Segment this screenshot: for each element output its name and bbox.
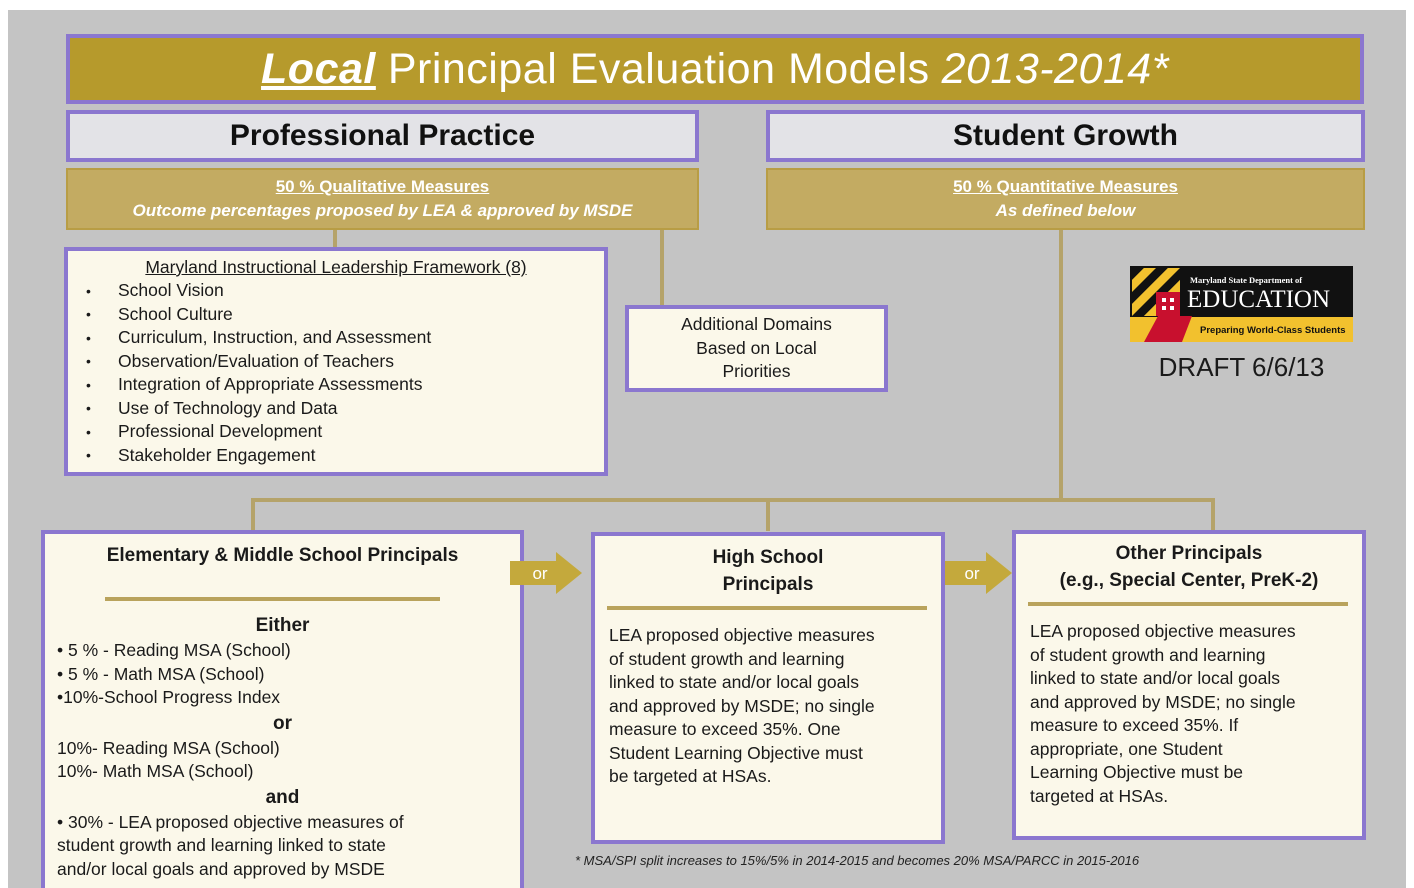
or-arrow-icon: or: [510, 552, 582, 594]
list-item: 10%- Reading MSA (School): [57, 737, 280, 758]
additional-domains-line: Priorities: [722, 361, 791, 382]
leadership-framework-box: Maryland Instructional Leadership Framew…: [64, 247, 608, 476]
list-item: •School Culture: [82, 303, 590, 327]
draft-label: DRAFT 6/6/13: [1158, 352, 1325, 382]
other-principals-title-line: (e.g., Special Center, PreK-2): [1059, 570, 1319, 591]
additional-domains-line: Additional Domains: [681, 314, 832, 335]
logo-top-text: Maryland State Department of: [1190, 275, 1302, 285]
connector-line: [251, 498, 1215, 502]
additional-domains-line: Based on Local: [696, 337, 817, 358]
title-separator: [1028, 602, 1348, 606]
quantitative-measures-bar: 50 % Quantitative Measures As defined be…: [766, 168, 1365, 230]
list-item: •Observation/Evaluation of Teachers: [82, 350, 590, 374]
lea-measures-list: • 30% - LEA proposed objective measures …: [57, 811, 506, 882]
qualitative-measures-note: Outcome percentages proposed by LEA & ap…: [132, 201, 633, 220]
bullet-icon: •: [86, 306, 91, 323]
other-principals-description: LEA proposed objective measures of stude…: [1030, 621, 1296, 806]
msde-logo: Maryland State Department of EDUCATION P…: [1130, 266, 1353, 342]
bullet-icon: •: [86, 376, 91, 393]
connector-line: [333, 230, 337, 248]
quantitative-measures-note: As defined below: [995, 201, 1136, 220]
elementary-middle-box: Elementary & Middle School Principals Ei…: [41, 530, 524, 888]
other-principals-box: Other Principals (e.g., Special Center, …: [1012, 530, 1366, 840]
list-item: •Use of Technology and Data: [82, 397, 590, 421]
connector-line: [1059, 230, 1063, 500]
high-school-description: LEA proposed objective measures of stude…: [609, 625, 875, 786]
additional-domains-box: Additional Domains Based on Local Priori…: [625, 305, 888, 392]
footnote: * MSA/SPI split increases to 15%/5% in 2…: [575, 853, 1140, 868]
high-school-title-line: High School: [712, 547, 824, 568]
and-label: and: [265, 786, 300, 808]
bullet-icon: •: [86, 329, 91, 346]
list-item: and/or local goals and approved by MSDE: [57, 858, 385, 879]
qualitative-measures-label: 50 % Qualitative Measures: [275, 177, 490, 196]
qualitative-measures-bar: 50 % Qualitative Measures Outcome percen…: [66, 168, 699, 230]
list-item: •Curriculum, Instruction, and Assessment: [82, 326, 590, 350]
title-local: Local: [261, 44, 376, 93]
option-a-list: • 5 % - Reading MSA (School) • 5 % - Mat…: [57, 639, 506, 710]
page-title: Local Principal Evaluation Models 2013-2…: [66, 34, 1364, 104]
list-item: •Professional Development: [82, 420, 590, 444]
elementary-middle-title: Elementary & Middle School Principals: [106, 545, 459, 566]
bullet-icon: •: [86, 423, 91, 440]
arrow-label: or: [964, 564, 979, 583]
logo-main-text: EDUCATION: [1187, 286, 1330, 313]
maryland-flag-icon: Maryland State Department of EDUCATION P…: [1130, 266, 1353, 342]
connector-line: [660, 230, 664, 306]
other-principals-title-line: Other Principals: [1115, 543, 1263, 564]
high-school-box: High School Principals LEA proposed obje…: [591, 532, 945, 844]
connector-line: [766, 498, 770, 531]
professional-practice-header: Professional Practice: [66, 110, 699, 162]
title-separator: [105, 597, 440, 601]
high-school-title-line: Principals: [722, 574, 814, 595]
or-arrow-icon: or: [940, 552, 1012, 594]
bullet-icon: •: [86, 353, 91, 370]
leadership-framework-list: •School Vision •School Culture •Curricul…: [82, 279, 590, 467]
list-item: • 30% - LEA proposed objective measures …: [57, 811, 404, 832]
list-item: •Integration of Appropriate Assessments: [82, 373, 590, 397]
list-item: student growth and learning linked to st…: [57, 835, 386, 855]
bullet-icon: •: [86, 400, 91, 417]
connector-line: [251, 498, 255, 531]
student-growth-title: Student Growth: [953, 119, 1178, 152]
leadership-framework-heading: Maryland Instructional Leadership Framew…: [145, 257, 527, 277]
list-item: •Stakeholder Engagement: [82, 444, 590, 468]
list-item: 10%- Math MSA (School): [57, 761, 254, 781]
student-growth-header: Student Growth: [766, 110, 1365, 162]
list-item: •10%-School Progress Index: [57, 687, 281, 707]
title-years: 2013-2014*: [941, 44, 1169, 93]
quantitative-measures-label: 50 % Quantitative Measures: [953, 177, 1178, 196]
title-separator: [607, 606, 927, 610]
bullet-icon: •: [86, 282, 91, 299]
option-b-list: 10%- Reading MSA (School) 10%- Math MSA …: [57, 737, 506, 784]
list-item: • 5 % - Reading MSA (School): [57, 640, 291, 660]
bullet-icon: •: [86, 447, 91, 464]
list-item: • 5 % - Math MSA (School): [57, 663, 265, 684]
either-label: Either: [255, 615, 310, 636]
arrow-label: or: [532, 564, 547, 583]
logo-tagline-text: Preparing World-Class Students: [1200, 325, 1346, 336]
professional-practice-title: Professional Practice: [229, 119, 536, 152]
title-main: Principal Evaluation Models: [387, 44, 930, 93]
connector-line: [1211, 498, 1215, 531]
list-item: •School Vision: [82, 279, 590, 303]
or-label: or: [273, 712, 292, 734]
